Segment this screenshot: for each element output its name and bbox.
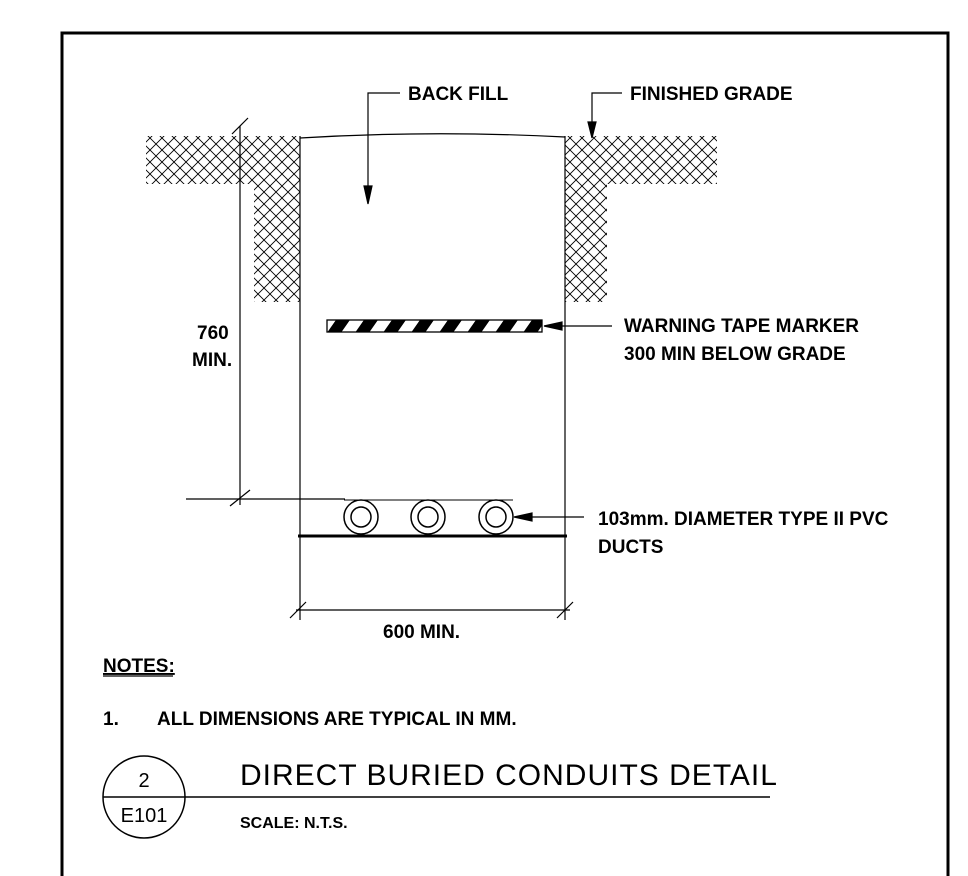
warning-tape	[326, 319, 543, 333]
depth-suffix: MIN.	[192, 350, 232, 371]
depth-value: 760	[197, 323, 229, 344]
depth-dimension	[186, 117, 345, 507]
width-dimension-label: 600 MIN.	[383, 622, 460, 643]
duct-label-1: 103mm. DIAMETER TYPE II PVC	[598, 509, 889, 530]
sheet-reference: E101	[121, 805, 168, 827]
warning-tape-label-2: 300 MIN BELOW GRADE	[624, 344, 846, 365]
soil-hatch-right	[565, 136, 717, 302]
trench	[298, 133, 567, 620]
notes-heading: NOTES:	[103, 656, 175, 677]
detail-scale: SCALE: N.T.S.	[240, 815, 348, 832]
duct-3	[478, 499, 514, 535]
pvc-ducts	[343, 499, 514, 535]
width-dimension	[289, 601, 574, 619]
soil-hatch-left	[146, 136, 300, 302]
back-fill-label: BACK FILL	[408, 84, 509, 105]
finished-grade-leader	[587, 92, 622, 139]
sheet-border	[60, 31, 950, 876]
note-number: 1.	[103, 709, 119, 730]
back-fill-leader	[363, 92, 400, 205]
warning-tape-leader	[543, 321, 612, 331]
duct-label-2: DUCTS	[598, 537, 663, 558]
detail-number: 2	[138, 770, 149, 792]
note-text: ALL DIMENSIONS ARE TYPICAL IN MM.	[157, 709, 517, 730]
finished-grade-label: FINISHED GRADE	[630, 84, 793, 105]
duct-leader	[513, 512, 584, 522]
duct-2	[410, 499, 446, 535]
detail-title: DIRECT BURIED CONDUITS DETAIL	[240, 759, 778, 792]
detail-bubble	[102, 755, 770, 839]
warning-tape-label-1: WARNING TAPE MARKER	[624, 316, 859, 337]
duct-1	[343, 499, 379, 535]
